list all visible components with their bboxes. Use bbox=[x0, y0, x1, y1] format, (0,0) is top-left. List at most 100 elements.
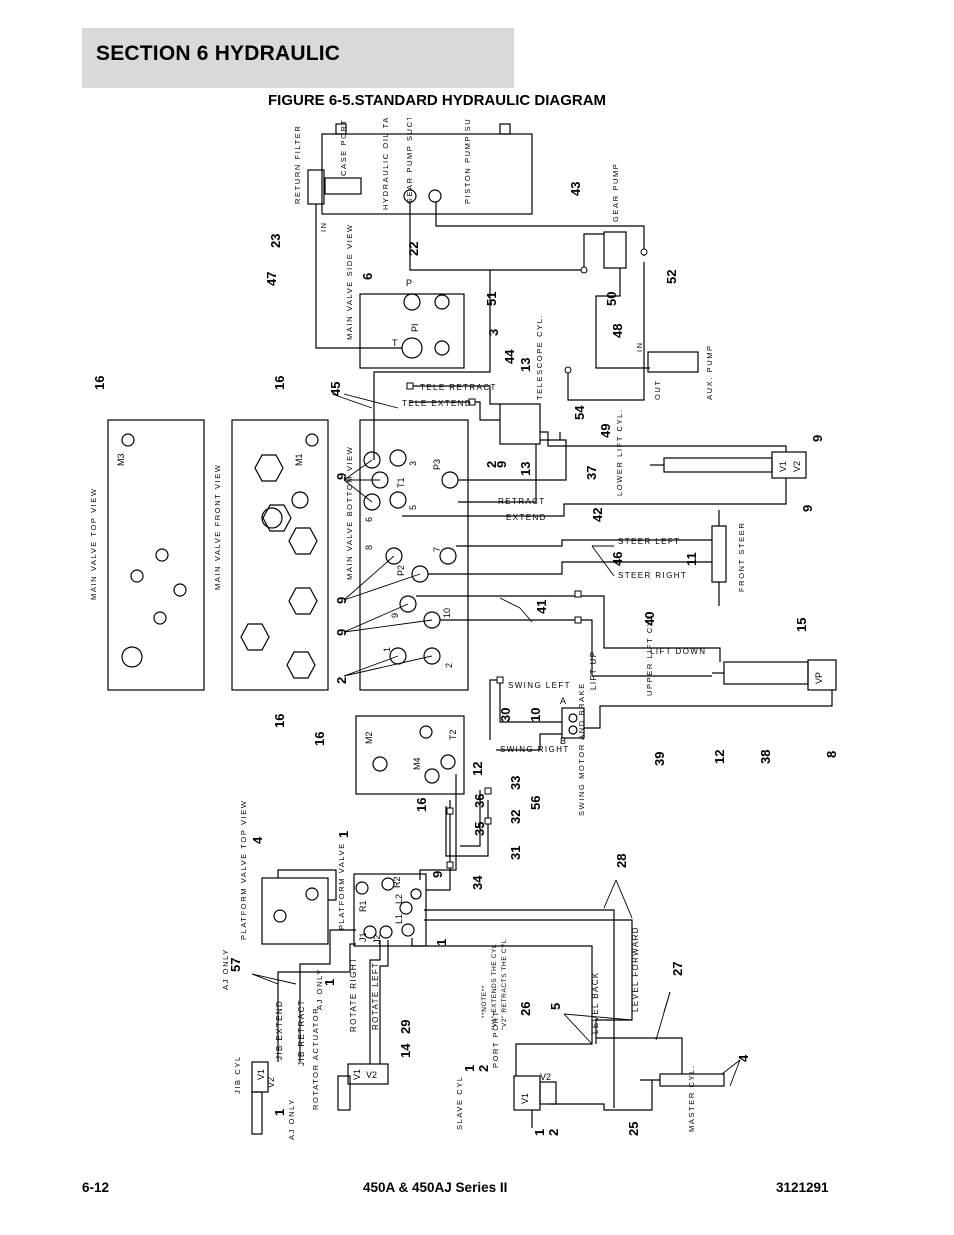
callout-28: 28 bbox=[614, 854, 629, 868]
callout-56: 56 bbox=[528, 796, 543, 810]
return-filter-label: RETURN FILTER bbox=[293, 125, 302, 204]
callout-33: 33 bbox=[508, 776, 523, 790]
callout-3: 3 bbox=[486, 329, 501, 336]
port-j1-label: J1 bbox=[358, 932, 368, 942]
callout-54: 54 bbox=[572, 405, 587, 420]
callout-51: 51 bbox=[484, 292, 499, 306]
port-n5-label: 5 bbox=[408, 505, 418, 510]
front-hex-1 bbox=[254, 454, 284, 482]
note-line-2: "V1" EXTENDS THE CYL bbox=[491, 944, 498, 1030]
callout-25: 25 bbox=[626, 1122, 641, 1136]
callout-2b: 2 bbox=[334, 677, 349, 684]
top-port-c bbox=[173, 583, 187, 597]
rotate-left-label: ROTATE LEFT bbox=[371, 962, 380, 1030]
top-port-e bbox=[121, 646, 143, 668]
lower-lift-cyl-barrel bbox=[663, 457, 773, 473]
callout-9c: 9 bbox=[334, 473, 349, 480]
front-hex-5 bbox=[240, 623, 270, 651]
upper-lift-cyl-label: UPPER LIFT CYL bbox=[645, 614, 654, 696]
callout-30: 30 bbox=[498, 708, 513, 722]
swing-valve-block bbox=[355, 715, 465, 795]
callout-1f: 1 bbox=[532, 1129, 547, 1136]
main-valve-bottom bbox=[359, 419, 469, 691]
port-m4-top bbox=[419, 725, 433, 739]
callout-36: 36 bbox=[472, 794, 487, 808]
port-t2-label: T2 bbox=[448, 729, 458, 740]
port-n7-label: 7 bbox=[432, 547, 442, 552]
front-steer-label: FRONT STEER bbox=[737, 522, 746, 592]
callout-9a: 9 bbox=[810, 435, 825, 442]
callout-5: 5 bbox=[548, 1003, 563, 1010]
tank-label: HYDRAULIC OIL TANK bbox=[381, 118, 390, 210]
port-port-label: PORT PORT bbox=[491, 1010, 500, 1068]
callout-46: 46 bbox=[610, 552, 625, 566]
jib-v1-label: V1 bbox=[256, 1069, 266, 1080]
hydraulic-tank bbox=[321, 133, 533, 215]
callout-40: 40 bbox=[642, 612, 657, 626]
level-forward-label: LEVEL FORWARD bbox=[631, 926, 640, 1012]
port-r2-label: R2 bbox=[392, 876, 402, 888]
port-m2 bbox=[372, 756, 388, 772]
tank-cap-right bbox=[499, 123, 511, 135]
callout-1a: 1 bbox=[336, 831, 351, 838]
callout-23: 23 bbox=[268, 234, 283, 248]
front-hex-6 bbox=[286, 651, 316, 679]
swing-right-label: SWING RIGHT bbox=[500, 745, 570, 754]
top-port-a bbox=[155, 548, 169, 562]
port-a-label: A bbox=[560, 696, 566, 706]
port-b-label: B bbox=[560, 736, 566, 746]
platform-valve-top-label: PLATFORM VALVE TOP VIEW bbox=[239, 799, 248, 940]
port-n10-label: 10 bbox=[442, 608, 452, 618]
slave-cyl-barrel bbox=[539, 1081, 557, 1105]
aux-in-label: IN bbox=[635, 341, 644, 352]
case-port-label: CASE PORT bbox=[339, 118, 348, 176]
bottom-port-7 bbox=[439, 547, 457, 565]
port-m4 bbox=[424, 768, 440, 784]
master-cyl-label: MASTER CYL. bbox=[687, 1064, 696, 1132]
port-t1-label: T1 bbox=[396, 477, 406, 488]
slave-v2-label: V2 bbox=[540, 1072, 551, 1082]
callout-43: 43 bbox=[568, 182, 583, 196]
platform-valve-label: PLATFORM VALVE bbox=[337, 842, 346, 930]
callout-11: 11 bbox=[684, 552, 699, 566]
callout-45: 45 bbox=[328, 382, 343, 396]
port-l1-label: L1 bbox=[394, 914, 404, 924]
callout-6: 6 bbox=[360, 273, 375, 280]
callout-32: 32 bbox=[508, 810, 523, 824]
callout-2d: 2 bbox=[546, 1129, 561, 1136]
port-n6-label: 6 bbox=[364, 517, 374, 522]
extend-label: EXTEND bbox=[506, 513, 547, 522]
front-hex-4 bbox=[288, 587, 318, 615]
port-pi bbox=[434, 294, 450, 310]
callout-34: 34 bbox=[470, 875, 485, 890]
port-l2-label: L2 bbox=[394, 894, 404, 904]
figure-title: FIGURE 6-5.STANDARD HYDRAULIC DIAGRAM bbox=[268, 92, 607, 109]
steer-right-label: STEER RIGHT bbox=[618, 571, 687, 580]
callout-9e: 9 bbox=[334, 597, 349, 604]
main-valve-top-label: MAIN VALVE TOP VIEW bbox=[89, 487, 98, 600]
front-steer-barrel bbox=[711, 525, 727, 583]
port-n8-label: 8 bbox=[364, 545, 374, 550]
bottom-port-2 bbox=[423, 647, 441, 665]
callout-44: 44 bbox=[502, 349, 517, 364]
swing-motor-label: SWING MOTOR AND BRAKE bbox=[577, 682, 586, 816]
top-port-d bbox=[153, 611, 167, 625]
port-t bbox=[401, 337, 423, 359]
main-valve-bottom-label: MAIN VALVE BOTTOM VIEW bbox=[345, 446, 354, 580]
callout-12a: 12 bbox=[712, 750, 727, 764]
callout-38: 38 bbox=[758, 750, 773, 764]
lower-v2-label: V2 bbox=[792, 461, 802, 472]
callout-16e: 16 bbox=[414, 798, 429, 812]
callout-4a: 4 bbox=[250, 836, 265, 844]
bottom-port-9 bbox=[399, 595, 417, 613]
slave-v1-label: V1 bbox=[520, 1093, 530, 1104]
tank-cap-left bbox=[335, 123, 347, 135]
aux-out-label: OUT bbox=[653, 379, 662, 400]
port-m1 bbox=[305, 433, 319, 447]
retract-label: RETRACT bbox=[498, 497, 546, 506]
callout-9b: 9 bbox=[494, 461, 509, 468]
callout-14: 14 bbox=[398, 1043, 413, 1058]
jib-v2-label: V2 bbox=[266, 1077, 276, 1088]
aj-only-label-3: AJ ONLY bbox=[287, 1098, 296, 1140]
port-p3-label: P3 bbox=[432, 459, 442, 470]
